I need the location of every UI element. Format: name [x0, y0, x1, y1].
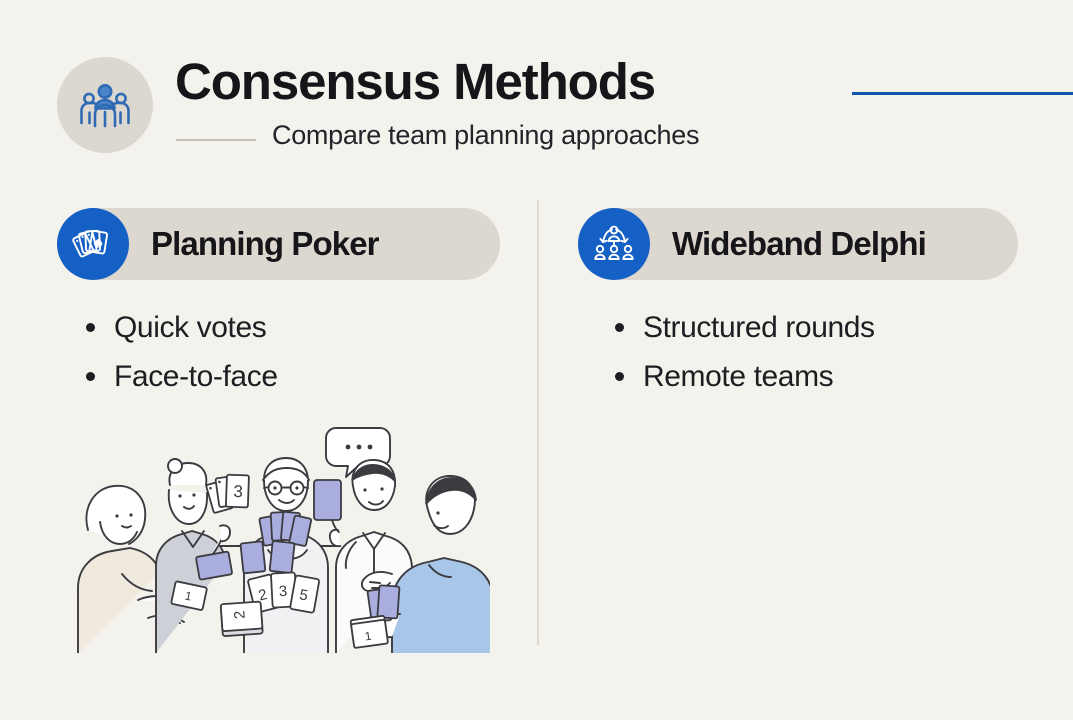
accent-rule [852, 92, 1073, 95]
bullet-dot-icon [615, 323, 624, 332]
list-item: Structured rounds [615, 303, 875, 352]
facilitated-rounds-icon [578, 208, 650, 280]
svg-text:1: 1 [184, 589, 194, 604]
card-header-planning-poker[interactable]: Planning Poker [57, 208, 500, 280]
bullet-label: Remote teams [643, 359, 834, 393]
bullet-label: Structured rounds [643, 310, 875, 344]
card-heading: Wideband Delphi [672, 225, 927, 262]
bullet-list-wideband-delphi: Structured rounds Remote teams [615, 303, 875, 401]
list-item: Face-to-face [86, 352, 278, 401]
column-divider [537, 200, 539, 645]
bullet-list-planning-poker: Quick votes Face-to-face [86, 303, 278, 401]
page-subtitle: Compare team planning approaches [272, 120, 700, 150]
header: Consensus Methods Compare team planning … [0, 0, 1073, 185]
column-planning-poker: Planning Poker Quick votes Face-to-face … [57, 208, 500, 663]
card-header-wideband-delphi[interactable]: Wideband Delphi [578, 208, 1018, 280]
playing-cards-icon [57, 208, 129, 280]
svg-text:5: 5 [298, 586, 309, 604]
svg-text:2: 2 [231, 610, 249, 620]
list-item: Quick votes [86, 303, 278, 352]
people-group-icon [57, 57, 153, 153]
bullet-dot-icon [86, 323, 95, 332]
bullet-dot-icon [615, 372, 624, 381]
subtitle-rule [176, 139, 256, 141]
column-wideband-delphi: Wideband Delphi Structured rounds Remote… [537, 0, 1073, 720]
page-title: Consensus Methods [175, 53, 656, 110]
bullet-label: Quick votes [114, 310, 267, 344]
card-heading: Planning Poker [151, 225, 380, 262]
svg-text:1: 1 [364, 629, 373, 644]
svg-text:3: 3 [278, 583, 287, 600]
bullet-label: Face-to-face [114, 359, 278, 393]
team-playing-planning-poker-illustration: .ln { fill:none; stroke:#3b3b40; stroke-… [70, 418, 495, 663]
svg-text:2: 2 [257, 586, 269, 605]
list-item: Remote teams [615, 352, 875, 401]
bullet-dot-icon [86, 372, 95, 381]
svg-text:3: 3 [233, 482, 243, 501]
